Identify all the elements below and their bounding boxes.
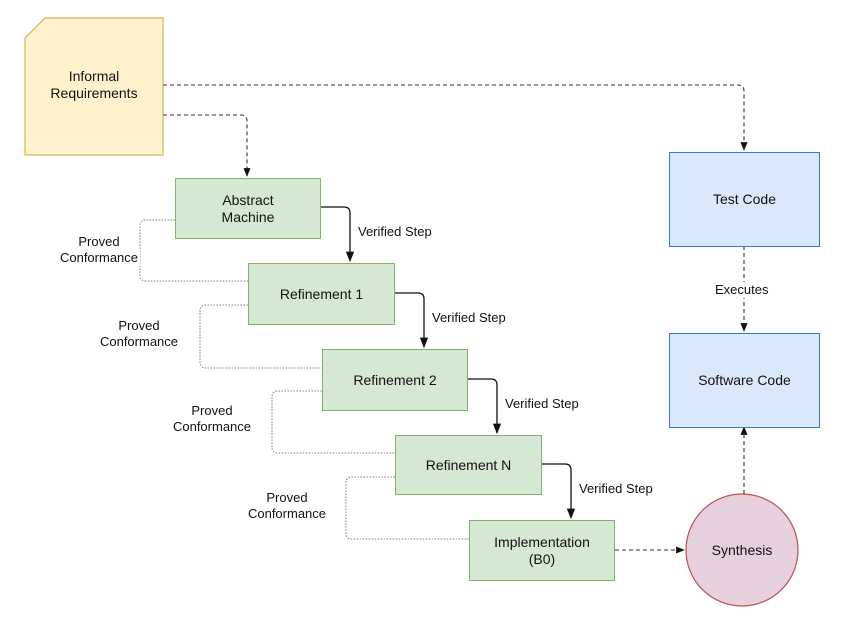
informal-requirements-line2: Requirements (50, 85, 138, 101)
verified-step-label-4: Verified Step (579, 481, 653, 496)
refinement-n-label: Refinement N (425, 456, 512, 473)
informal-requirements-shape (24, 17, 164, 156)
synthesis-label: Synthesis (711, 541, 773, 558)
test-code-node: Test Code (669, 152, 820, 247)
implementation-line1: Implementation (494, 533, 590, 550)
proved-text: Proved (78, 234, 120, 249)
abstract-machine-node: Abstract Machine (175, 178, 321, 239)
verified-step-arrow-1 (320, 206, 355, 263)
verified-step-arrow-3 (467, 378, 502, 435)
conformance-text: Conformance (170, 419, 254, 435)
refinement-1-node: Refinement 1 (248, 263, 395, 325)
test-code-label: Test Code (712, 191, 777, 207)
requirements-to-abstract-machine-arrow (163, 114, 251, 177)
implementation-line2: (B0) (528, 550, 556, 567)
executes-label: Executes (713, 282, 771, 298)
implementation-node: Implementation (B0) (469, 520, 615, 581)
software-code-node: Software Code (669, 333, 820, 428)
proved-conformance-connector-3 (271, 390, 395, 454)
proved-text: Proved (266, 490, 308, 505)
refinement-n-node: Refinement N (395, 435, 542, 495)
verified-step-arrow-4 (541, 463, 576, 520)
proved-conformance-label-3: Proved Conformance (153, 403, 271, 435)
informal-requirements-node: Informal Requirements (25, 55, 163, 115)
proved-conformance-connector-1 (139, 219, 248, 282)
conformance-text: Conformance (57, 250, 141, 266)
refinement-1-label: Refinement 1 (279, 285, 364, 302)
abstract-machine-line1: Abstract (222, 191, 274, 208)
verified-step-label-1: Verified Step (358, 224, 432, 239)
proved-conformance-label-4: Proved Conformance (228, 490, 346, 522)
refinement-2-label: Refinement 2 (353, 371, 437, 388)
proved-text: Proved (191, 403, 233, 418)
software-code-label: Software Code (698, 372, 791, 388)
synthesis-shape (685, 493, 799, 607)
verified-step-label-2: Verified Step (432, 310, 506, 325)
conformance-text: Conformance (97, 334, 181, 350)
verified-step-arrow-2 (394, 292, 429, 349)
synthesis-node: Synthesis (686, 535, 798, 565)
proved-text: Proved (118, 318, 160, 333)
informal-requirements-line1: Informal (68, 68, 120, 84)
conformance-text: Conformance (245, 506, 329, 522)
proved-conformance-label-1: Proved Conformance (40, 234, 158, 266)
verified-step-label-3: Verified Step (505, 396, 579, 411)
refinement-2-node: Refinement 2 (322, 349, 468, 411)
proved-conformance-label-2: Proved Conformance (80, 318, 198, 350)
abstract-machine-line2: Machine (221, 208, 275, 225)
requirements-to-test-code-arrow (163, 84, 748, 151)
proved-conformance-connector-4 (345, 476, 469, 540)
